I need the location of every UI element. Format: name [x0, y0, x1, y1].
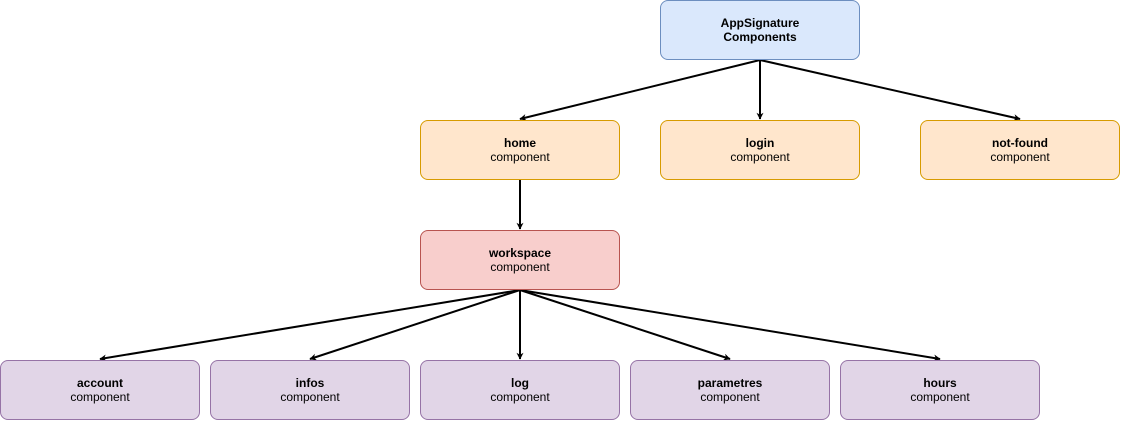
edge-root-to-home [519, 59, 761, 121]
node-title: not-found [992, 136, 1048, 150]
node-infos-component: infos component [210, 360, 410, 420]
node-log-component: log component [420, 360, 620, 420]
node-title: parametres [697, 376, 763, 390]
node-workspace-component: workspace component [420, 230, 620, 290]
node-subtitle: component [490, 150, 550, 164]
edge-workspace-to-infos [309, 289, 521, 361]
node-not-found-component: not-found component [920, 120, 1120, 180]
node-subtitle: component [490, 260, 550, 274]
node-title: hours [923, 376, 957, 390]
node-parametres-component: parametres component [630, 360, 830, 420]
node-title: workspace [488, 246, 552, 260]
node-title: infos [295, 376, 325, 390]
node-appsignature-components: AppSignature Components [660, 0, 860, 60]
edge-workspace-to-account [99, 289, 521, 362]
edge-workspace-to-hours [519, 289, 941, 362]
node-subtitle: component [910, 390, 970, 404]
node-subtitle: component [70, 390, 130, 404]
node-hours-component: hours component [840, 360, 1040, 420]
node-subtitle: component [730, 150, 790, 164]
node-subtitle: component [700, 390, 760, 404]
node-subtitle: component [490, 390, 550, 404]
node-title: log [511, 376, 529, 390]
node-login-component: login component [660, 120, 860, 180]
node-home-component: home component [420, 120, 620, 180]
node-title: AppSignature [720, 16, 800, 30]
node-subtitle: component [280, 390, 340, 404]
node-subtitle: Components [723, 30, 797, 44]
node-title: home [503, 136, 536, 150]
node-account-component: account component [0, 360, 200, 420]
edge-root-to-notfound [759, 59, 1021, 122]
edge-workspace-to-parametres [519, 289, 731, 361]
node-title: account [76, 376, 123, 390]
node-title: login [745, 136, 775, 150]
node-subtitle: component [990, 150, 1050, 164]
